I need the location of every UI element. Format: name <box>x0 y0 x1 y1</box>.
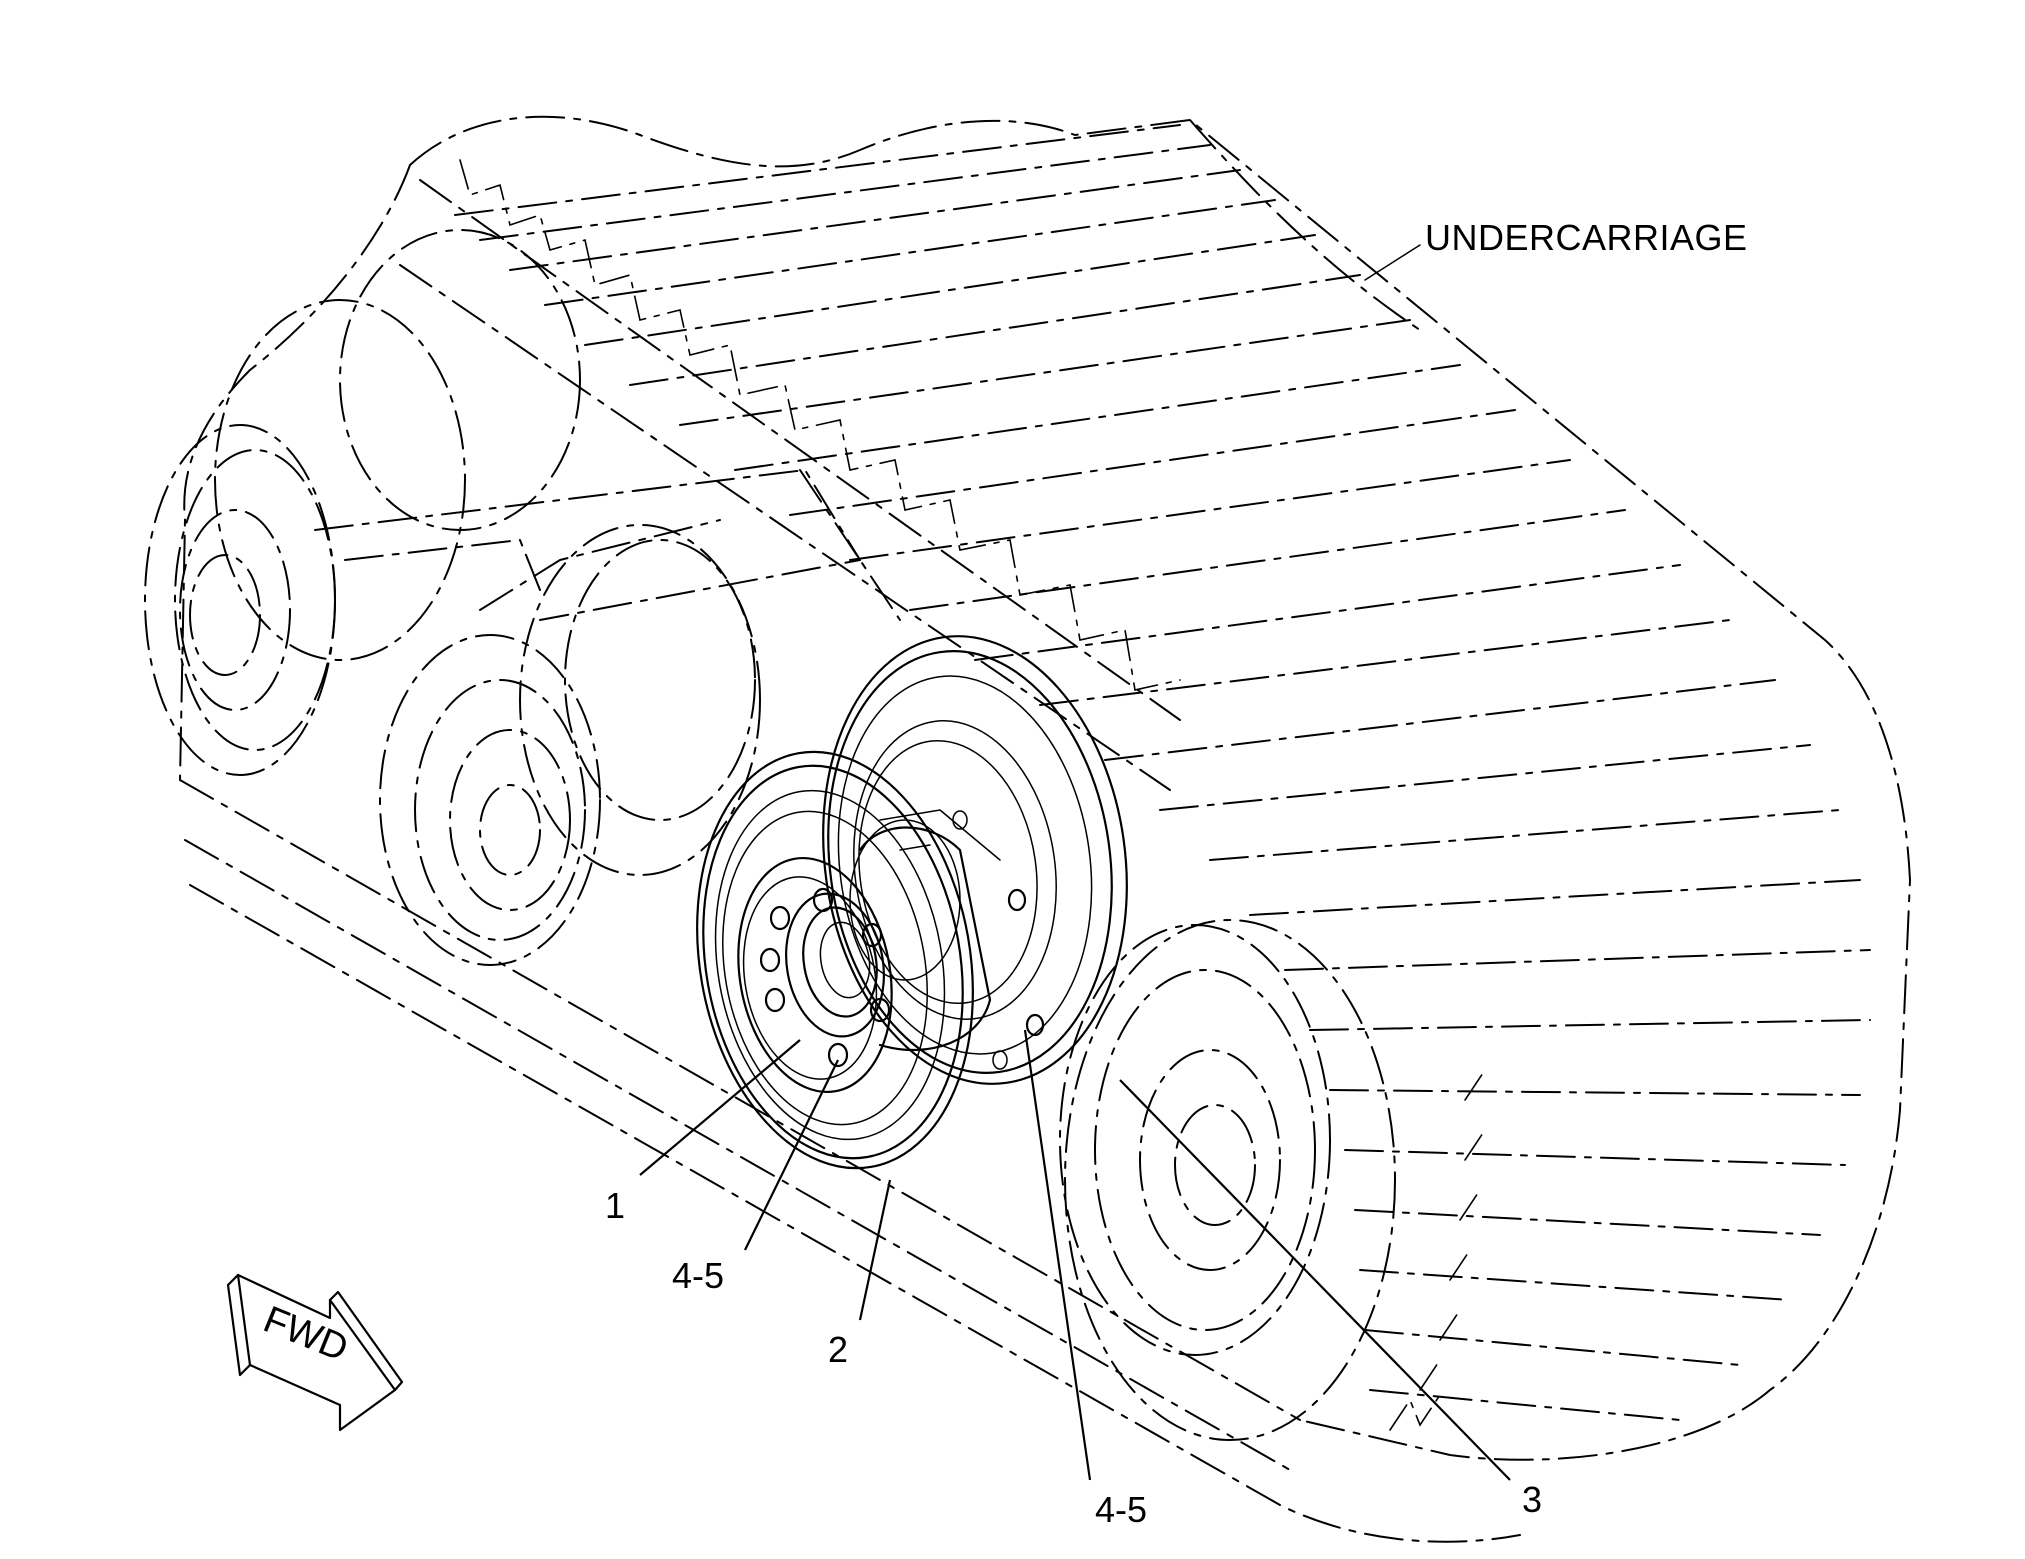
fwd-direction-arrow: FWD <box>226 1273 404 1432</box>
callout-1: 1 <box>605 1185 625 1226</box>
track-outline <box>179 115 1911 1543</box>
callout-3: 3 <box>1522 1479 1542 1520</box>
track-tread <box>454 124 1871 1431</box>
callout-4-5-rear: 4-5 <box>1095 1489 1147 1530</box>
rear-bolts <box>952 810 1045 1070</box>
callout-2: 2 <box>828 1329 848 1370</box>
undercarriage-label: UNDERCARRIAGE <box>1425 217 1748 258</box>
leader-lines <box>639 244 1511 1481</box>
front-wheel-phantom <box>1059 919 1396 1441</box>
rear-idler-wheel <box>144 229 581 776</box>
rear-flange-part-3 <box>822 635 1128 1085</box>
front-bolts <box>759 887 891 1068</box>
middle-roller-wheels <box>379 524 761 966</box>
end-cap-part-1 <box>785 892 885 1038</box>
fwd-label: FWD <box>258 1299 354 1370</box>
callout-4-5-front: 4-5 <box>672 1255 724 1296</box>
roller-assembly <box>696 635 1128 1170</box>
callout-labels: 1 4-5 2 4-5 3 UNDERCARRIAGE <box>605 217 1748 1530</box>
front-flange-part-2 <box>696 750 974 1170</box>
track-frame <box>314 469 901 621</box>
